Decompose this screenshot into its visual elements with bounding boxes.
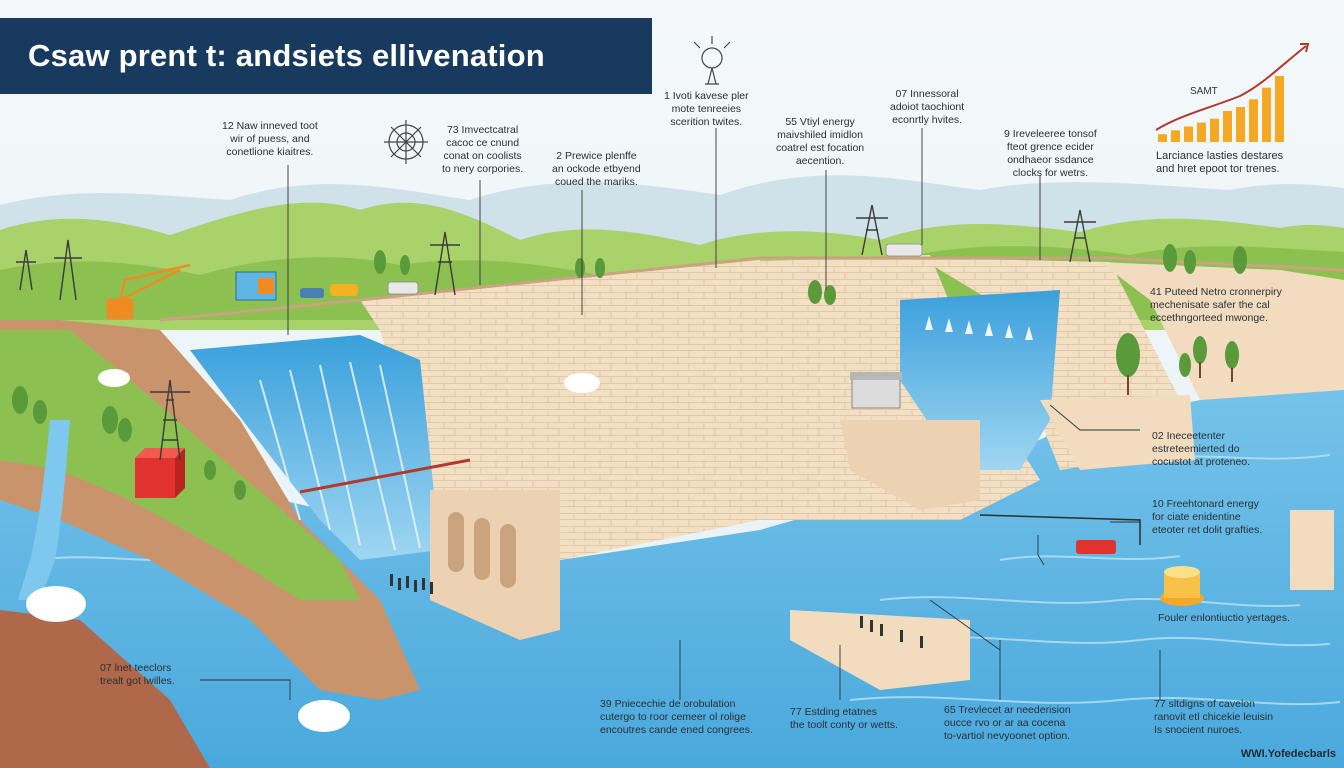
mini-chart-label: SAMT [1190,86,1218,97]
trees [12,244,1247,500]
watermark-text: WWI.Yofedecbarls [1240,748,1336,760]
turbine-tank [850,372,902,409]
spillway-gates [925,316,1033,340]
annotation-a8: Larciance lasties destares and hret epoo… [1156,150,1284,175]
compass-gear-icon [384,120,428,164]
leader-lines [200,128,1161,700]
annotation-a16: 65 Trevlecet ar neederision oucce rvo or… [944,704,1071,742]
annotation-a11: 10 Freehtonard energy for ciate enidenti… [1152,498,1263,536]
annotation-a4: 1 Ivoti kavese pler mote tenreeies sceri… [664,90,749,128]
people [390,574,923,648]
mini-chart-bar [1275,76,1284,142]
annotation-a6: 07 Innessoral adoiot taochiont econrtly … [890,88,965,126]
cable-line [979,514,1141,545]
annotation-a15: 77 Estding etatnes the toolt conty or we… [790,706,898,731]
mini-chart-bar [1262,87,1271,142]
right-bank [1040,395,1195,470]
bottom-pier [790,610,970,690]
annotation-a5: 55 Vtiyl energy maivshiled imidlon coatr… [776,116,865,167]
wind-turbine-icon [693,36,731,85]
mini-chart-bar [1184,126,1193,142]
crane [106,263,191,321]
annotation-a14: 39 Pniecechie de orobulation cutergo to … [600,698,753,736]
storage-tank [1160,566,1204,606]
stair-platform [840,420,980,510]
title-banner: Csaw prent t: andsiets ellivenation [0,18,652,94]
mini-chart-bar [1223,110,1232,142]
main-dam-wall [360,260,760,560]
transmission-towers [16,204,1096,461]
mini-chart-bar [1236,107,1245,142]
annotation-a3: 2 Prewice plenffe an ockode etbyend coue… [552,150,641,188]
clouds [26,369,600,732]
annotation-a13: 07 lnet teeclors trealt got lwilles. [100,662,175,687]
far-right-wall [1100,262,1344,400]
penstock-pipe [299,458,471,494]
growth-chart-icon [1155,43,1310,142]
annotation-a2: 73 Imvectcatral cacoc ce cnund conat on … [442,124,524,175]
annotation-a10: 02 Ineceetenter estreteemierted do cocus… [1152,430,1251,468]
mini-chart-bar [1171,130,1180,142]
mini-chart-bar [1210,118,1219,142]
mini-chart-bar [1197,122,1206,142]
annotation-a17: 77 sltdigns of cavelon ranovit etl chice… [1154,698,1274,736]
mini-chart-bar [1249,99,1258,142]
bottom-left-rock [0,610,210,768]
side-stream [18,420,70,600]
red-transformer-box [135,448,185,498]
mini-chart-bar [1158,134,1167,142]
spillway-streaks [259,361,421,551]
left-spillway [190,335,440,560]
vehicles [300,243,1116,554]
right-pillar [1290,510,1334,590]
annotation-a12: Fouler enlontiuctio yertages. [1158,612,1290,624]
annotation-a9: 41 Puteed Netro cronnerpiry mechenisate … [1150,286,1282,324]
control-building [235,271,277,301]
page-title: Csaw prent t: andsiets ellivenation [28,38,545,73]
arches [448,512,516,588]
annotation-a7: 9 Ireveleeree tonsof fteot grence ecider… [1004,128,1097,179]
annotation-a1: 12 Naw inneved toot wir of puess, and co… [222,120,318,158]
mini-bar-chart [1158,76,1284,142]
